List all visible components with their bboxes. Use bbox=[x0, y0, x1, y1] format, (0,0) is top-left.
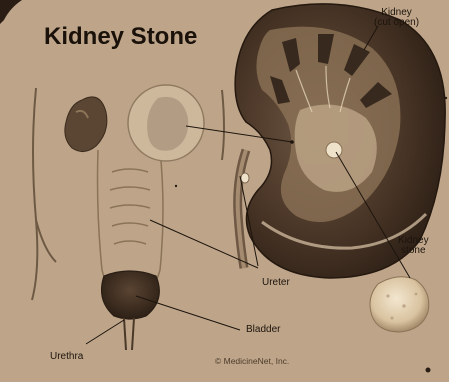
stone-in-kidney bbox=[326, 142, 342, 158]
label-ureter: Ureter bbox=[262, 278, 290, 288]
label-kidney-stone-line2: stone bbox=[398, 246, 429, 256]
label-kidney-cut-open-line2: (cut open) bbox=[374, 18, 419, 28]
label-bladder: Bladder bbox=[246, 325, 280, 335]
bladder bbox=[102, 271, 160, 319]
label-kidney-stone: Kidney stone bbox=[398, 236, 429, 256]
credit-text: © MedicineNet, Inc. bbox=[215, 356, 289, 366]
label-urethra: Urethra bbox=[50, 352, 83, 362]
diagram-title: Kidney Stone bbox=[44, 25, 197, 49]
label-kidney-cut-open: Kidney (cut open) bbox=[374, 8, 419, 28]
stone-in-ureter bbox=[241, 173, 249, 183]
leader-dot bbox=[290, 140, 294, 144]
kidney-stone bbox=[370, 277, 429, 332]
